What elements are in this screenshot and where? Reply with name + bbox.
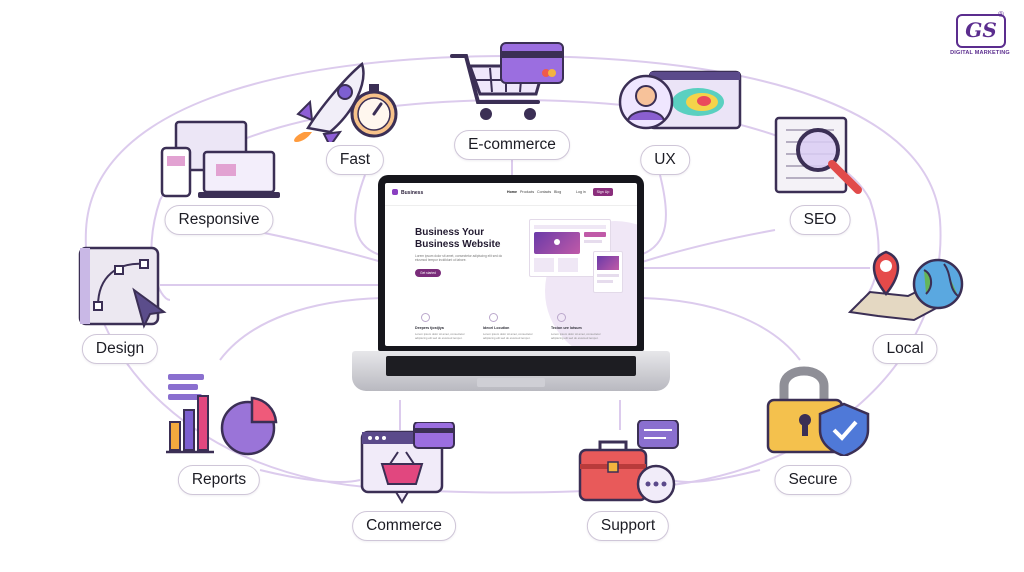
hero-mockup-card: [529, 219, 611, 277]
website-logo-icon: [392, 189, 398, 195]
feature-icon: [421, 313, 430, 322]
signup-button[interactable]: Sign Up: [593, 188, 613, 196]
nav-products[interactable]: Products: [520, 190, 535, 194]
nav-blog[interactable]: Blog: [554, 190, 562, 194]
nav-contacts[interactable]: Contacts: [537, 190, 552, 194]
vector-design-icon: [78, 246, 167, 329]
label-commerce: Commerce: [352, 511, 456, 541]
mockup-tile: [558, 258, 578, 272]
label-fast: Fast: [325, 145, 385, 175]
credit-card-icon: [500, 42, 564, 84]
nav-home[interactable]: Home: [507, 190, 517, 194]
label-ecommerce: E-commerce: [454, 130, 570, 160]
stopwatch-icon: [350, 84, 398, 138]
magnifier-document-icon: [774, 116, 862, 194]
laptop-keyboard: [386, 356, 636, 376]
gs-logo-mark: GS: [956, 14, 1006, 48]
laptop-screen-frame: Business Home Products Contacts Blog Log…: [378, 175, 644, 351]
hero-text: Lorem ipsum dolor sit amet, consectetur …: [415, 254, 503, 263]
feature-text: Lorem ipsum dolor sit amet, consectetur …: [415, 332, 465, 340]
website-preview: Business Home Products Contacts Blog Log…: [385, 183, 637, 346]
rocket-icon: [294, 61, 365, 142]
user-heatmap-icon: [618, 70, 742, 130]
mockup-chip: [584, 232, 606, 237]
feature-text: Lorem ipsum dolor sit amet, consectetur …: [483, 332, 533, 340]
login-link[interactable]: Log in: [576, 190, 586, 194]
padlock-shield-icon: [766, 366, 870, 456]
label-seo: SEO: [789, 205, 851, 235]
website-brand: Business: [401, 190, 424, 196]
map-pin-globe-icon: [848, 250, 964, 322]
label-secure: Secure: [774, 465, 852, 495]
feature-title: Idecel Locution: [483, 326, 510, 330]
hero-phone-card: [593, 251, 623, 293]
label-design: Design: [81, 334, 159, 364]
toolbox-chat-icon: [578, 420, 679, 504]
phone-line: [597, 274, 619, 277]
website-navbar: Business Home Products Contacts Blog Log…: [385, 183, 637, 206]
label-support: Support: [586, 511, 670, 541]
laptop: Business Home Products Contacts Blog Log…: [352, 175, 670, 400]
mockup-line: [584, 240, 602, 243]
label-local: Local: [872, 334, 938, 364]
phone-media: [597, 256, 619, 270]
feature-icon: [489, 313, 498, 322]
feature-text: Lorem ipsum dolor sit amet, consectetur …: [551, 332, 601, 340]
phone-line: [597, 280, 613, 283]
label-ux: UX: [640, 145, 690, 175]
registered-mark: ®: [998, 10, 1004, 19]
gs-logo: GS ® DIGITAL MARKETING: [950, 10, 1010, 64]
feature-title: Tecion ure lotsum: [551, 326, 582, 330]
play-icon: [554, 239, 560, 245]
laptop-base: [352, 351, 670, 391]
label-responsive: Responsive: [164, 205, 274, 235]
mockup-tile: [534, 258, 554, 272]
shop-basket-icon: [360, 422, 455, 504]
laptop-trackpad: [477, 378, 545, 387]
feature-title: Deepers tjostjiya: [415, 326, 444, 330]
hero-title: Business Your Business Website: [415, 227, 501, 250]
label-reports: Reports: [177, 465, 261, 495]
hero-cta-button[interactable]: Get started: [415, 269, 441, 277]
mockup-bar: [534, 225, 606, 229]
devices-icon: [160, 120, 280, 198]
bar-chart-pie-icon: [166, 374, 278, 456]
gs-logo-subtitle: DIGITAL MARKETING: [950, 50, 1010, 56]
feature-icon: [557, 313, 566, 322]
